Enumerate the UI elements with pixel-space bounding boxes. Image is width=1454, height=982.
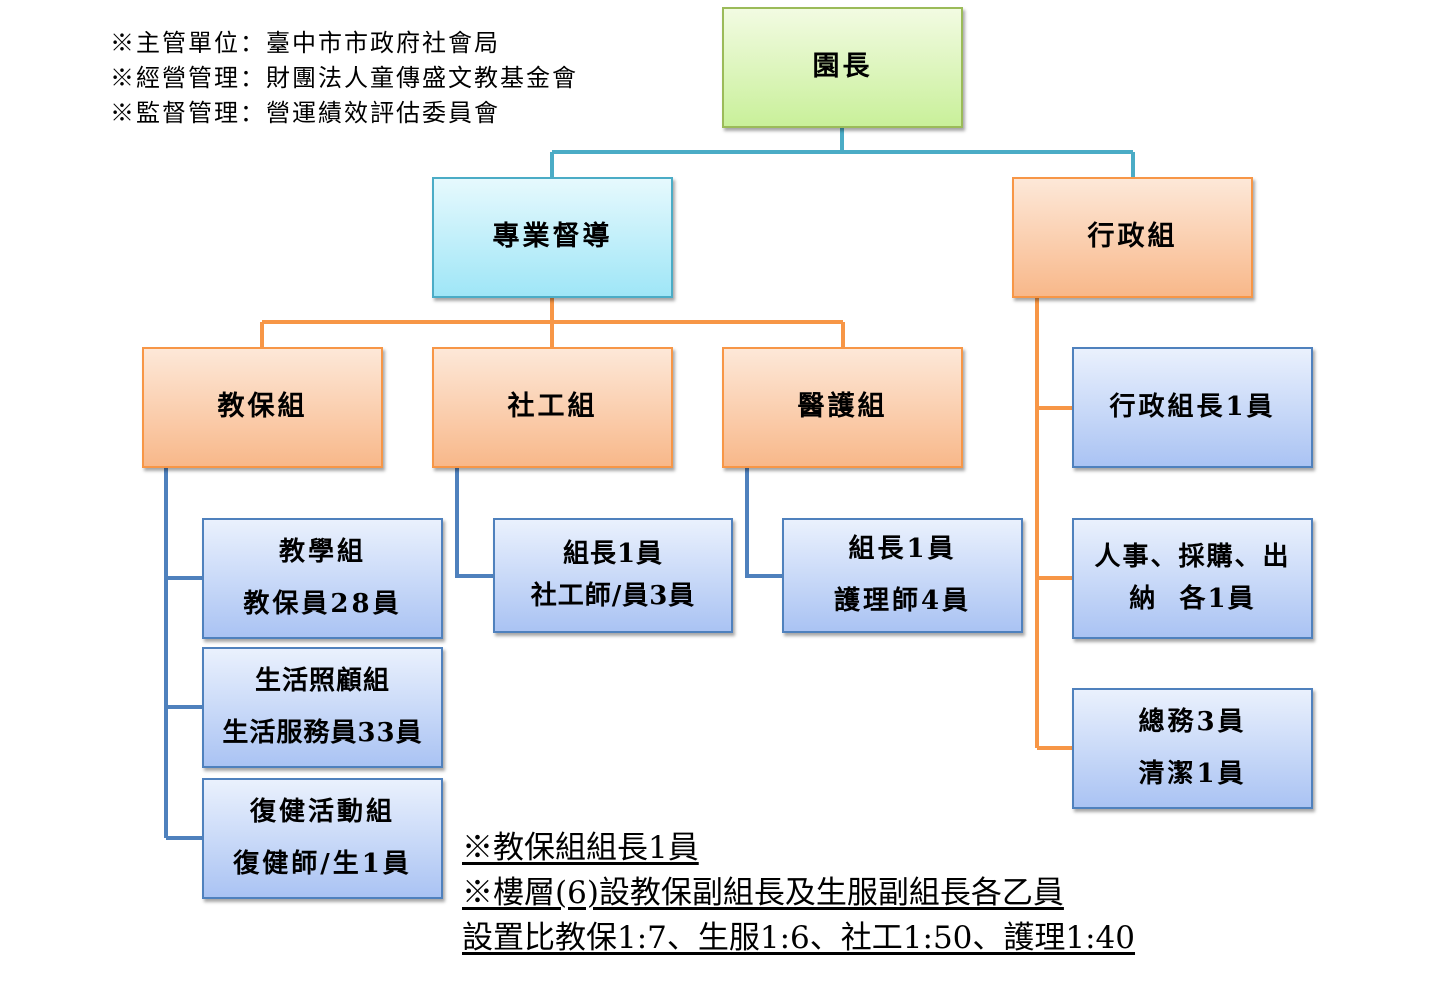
social-connectors (455, 468, 493, 578)
node-care-rehab: 復健活動組 復健師/生1員 (202, 778, 443, 899)
node-admin-general-line1: 總務3員 (1138, 707, 1247, 738)
care-connectors (164, 468, 202, 840)
node-admin-label: 行政組 (1087, 221, 1178, 253)
note-authority: ※主管單位：臺中市市政府社會局 (110, 29, 500, 57)
node-admin-leader: 行政組長1員 (1072, 347, 1313, 468)
node-medical-leader: 組長1員 (848, 534, 957, 565)
footer-note-leader: ※教保組組長1員 (462, 830, 699, 866)
note-operator: ※經營管理：財團法人童傳盛文教基金會 (110, 64, 578, 92)
node-supervision-label: 專業督導 (492, 221, 613, 253)
node-care-life-staff: 生活服務員33員 (222, 717, 423, 748)
node-director: 園長 (722, 7, 963, 128)
node-social: 社工組 (432, 347, 673, 468)
node-care-rehab-title: 復健活動組 (249, 797, 395, 828)
admin-connectors (1035, 298, 1072, 750)
node-admin-hr: 人事、採購、出 納 各1員 (1072, 518, 1313, 639)
medical-connectors (745, 468, 782, 578)
director-connectors (550, 128, 1135, 177)
node-social-leader: 組長1員 (562, 539, 664, 570)
node-admin-hr-line1: 人事、採購、出 (1094, 542, 1291, 573)
node-medical: 醫護組 (722, 347, 963, 468)
node-care-label: 教保組 (217, 391, 308, 423)
node-admin-hr-line2: 納 各1員 (1129, 583, 1256, 614)
node-social-workers: 社工師/員3員 (530, 580, 696, 611)
node-supervision: 專業督導 (432, 177, 673, 298)
node-medical-staff: 組長1員 護理師4員 (782, 518, 1023, 633)
node-admin-general-line2: 清潔1員 (1138, 758, 1247, 789)
footer-note-floor: ※樓層(6)設教保副組長及生服副組長各乙員 (462, 875, 1064, 911)
footer-note-ratio: 設置比教保1:7、生服1:6、社工1:50、護理1:40 (462, 920, 1136, 956)
node-admin-leader-label: 行政組長1員 (1109, 391, 1276, 422)
node-care-teaching-staff: 教保員28員 (243, 588, 402, 619)
node-care-rehab-staff: 復健師/生1員 (233, 848, 412, 879)
node-social-staff: 組長1員 社工師/員3員 (493, 518, 733, 633)
node-care-teaching-title: 教學組 (278, 537, 366, 568)
note-supervisor: ※監督管理：營運績效評估委員會 (110, 99, 500, 127)
node-admin: 行政組 (1012, 177, 1253, 298)
footer-notes: ※教保組組長1員 ※樓層(6)設教保副組長及生服副組長各乙員 設置比教保1:7、… (462, 826, 1135, 961)
node-care-life: 生活照顧組 生活服務員33員 (202, 647, 443, 768)
node-director-label: 園長 (812, 51, 873, 83)
node-care: 教保組 (142, 347, 383, 468)
node-care-teaching: 教學組 教保員28員 (202, 518, 443, 639)
supervision-connectors (260, 298, 845, 347)
header-notes: ※主管單位：臺中市市政府社會局 ※經營管理：財團法人童傳盛文教基金會 ※監督管理… (110, 26, 578, 131)
node-medical-nurses: 護理師4員 (833, 585, 972, 616)
node-care-life-title: 生活照顧組 (254, 666, 390, 697)
node-social-label: 社工組 (507, 391, 598, 423)
node-admin-general: 總務3員 清潔1員 (1072, 688, 1313, 809)
node-medical-label: 醫護組 (797, 391, 888, 423)
